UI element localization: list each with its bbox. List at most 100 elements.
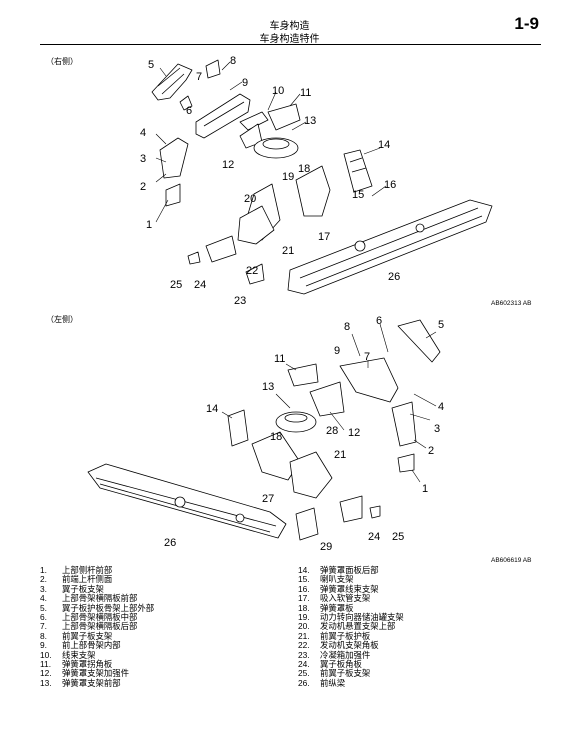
legend-item: 2.前端上杆侧面 [40, 574, 113, 585]
callout-l-28: 28 [326, 425, 338, 437]
part-spring-plate-18 [295, 165, 331, 217]
part-angle-24-l [339, 495, 363, 523]
part-bracket-29-l [295, 507, 319, 541]
callout-r-16: 16 [384, 179, 396, 191]
callout-r-10: 10 [272, 85, 284, 97]
part-outer-5-l [397, 319, 441, 363]
legend-item: 15.喇叭支架 [298, 574, 354, 585]
part-side-2-l [391, 401, 417, 447]
part-mount-1-l [397, 453, 415, 473]
left-side-exploded-diagram: 8 6 7 9 5 11 13 14 12 28 18 21 27 26 29 … [87, 315, 444, 553]
header-rule [40, 44, 541, 45]
legend-item: 3.翼子板支架 [40, 583, 104, 594]
part-bracket-25 [187, 251, 201, 265]
part-mount-1 [165, 183, 181, 207]
callout-l-11: 11 [274, 353, 285, 365]
part-inner-upper-9 [195, 93, 251, 139]
legend-item: 20.发动机悬置支架上部 [298, 621, 396, 632]
callout-r-9: 9 [242, 77, 248, 89]
right-callout-labels: 5 6 7 8 9 10 11 12 13 14 15 16 17 18 19 … [140, 55, 400, 307]
legend-column-left: 1.上部侧杆前部 2.前端上杆侧面 3.翼子板支架 4.上部骨架横隔板前部 5.… [40, 565, 155, 688]
legend-item: 8.前翼子板支架 [40, 630, 113, 641]
part-angle-24 [205, 235, 237, 263]
callout-l-21: 21 [334, 449, 346, 461]
legend-item: 5.翼子板护板骨架上部外部 [40, 602, 155, 613]
part-upper-rail-outer [151, 63, 193, 101]
legend-column-right: 14.弹簧罩面板后部 15.喇叭支架 16.弹簧罩线束支架 17.吸入软管支架 … [298, 565, 404, 688]
callout-l-1: 1 [422, 483, 428, 495]
legend-item: 18.弹簧罩板 [298, 602, 354, 613]
left-figure-id: AB606619 AB [491, 557, 532, 564]
callout-r-4: 4 [140, 127, 146, 139]
legend-item: 25.前翼子板支架 [298, 668, 371, 679]
section-subtitle: 车身构造特件 [259, 34, 320, 45]
callout-l-26: 26 [164, 537, 176, 549]
section-title: 车身构造 [269, 21, 310, 32]
callout-r-22: 22 [246, 265, 258, 277]
callout-r-12: 12 [222, 159, 234, 171]
legend-item: 14.弹簧罩面板后部 [298, 565, 379, 575]
legend-item: 4.上部骨架横隔板前部 [40, 593, 138, 604]
callout-r-1: 1 [146, 219, 152, 231]
callout-l-13: 13 [262, 381, 274, 393]
callout-r-13: 13 [304, 115, 316, 127]
part-bracket-25-l [369, 505, 381, 519]
legend-item: 6.上部骨架横隔板中部 [40, 612, 138, 623]
callout-r-23: 23 [234, 295, 246, 307]
callout-r-21: 21 [282, 245, 294, 257]
part-front-rail-26 [287, 199, 493, 295]
legend-item: 17.吸入软管支架 [298, 593, 371, 604]
part-corner-plate-11 [267, 103, 301, 131]
callout-r-3: 3 [140, 153, 146, 165]
legend-item: 24.翼子板角板 [298, 659, 362, 670]
part-harness-bracket-10 [239, 111, 269, 131]
legend-item: 21.前翼子板护板 [298, 630, 371, 641]
part-bracket-22 [245, 263, 265, 285]
right-figure-id: AB602313 AB [491, 300, 532, 307]
callout-l-14: 14 [206, 403, 218, 415]
part-crossmember-7 [205, 59, 221, 79]
part-front-rail-26-l [87, 463, 287, 539]
callout-r-6: 6 [186, 105, 192, 117]
page-number: 1-9 [514, 14, 539, 33]
callout-r-14: 14 [378, 139, 390, 151]
left-side-label: （左侧） [46, 315, 78, 324]
callout-r-25: 25 [170, 279, 182, 291]
callout-l-12: 12 [348, 427, 360, 439]
callout-l-2: 2 [428, 445, 434, 457]
part-reinforce-12-l [309, 381, 345, 417]
legend-item: 11.弹簧罩拐角板 [40, 659, 113, 670]
callout-r-2: 2 [140, 181, 146, 193]
callout-r-5: 5 [148, 59, 154, 71]
legend-item: 13.弹簧罩支架前部 [40, 677, 121, 688]
part-side-2 [159, 137, 189, 179]
part-rear-panel-14 [343, 149, 373, 193]
legend-item: 22.发动机支架角板 [298, 640, 379, 651]
legend-item: 26.前纵梁 [298, 677, 346, 688]
legend-item: 1.上部侧杆前部 [40, 565, 113, 575]
legend-item: 9.前上部骨架内部 [40, 640, 121, 651]
legend-item: 23.冷凝箱加强件 [298, 649, 371, 660]
legend-item: 16.弹簧罩线束支架 [298, 583, 379, 594]
callout-r-24: 24 [194, 279, 206, 291]
callout-r-15: 15 [352, 189, 364, 201]
callout-r-20: 20 [244, 193, 256, 205]
callout-l-5: 5 [438, 319, 444, 331]
callout-l-24: 24 [368, 531, 380, 543]
callout-r-17: 17 [318, 231, 330, 243]
callout-r-19: 19 [282, 171, 294, 183]
right-side-label: （右侧） [46, 57, 78, 66]
legend-item: 19.动力转向器储油罐支架 [298, 612, 404, 623]
part-fender-apron-21 [237, 205, 275, 245]
callout-l-6: 6 [376, 315, 382, 327]
part-rear-panel-14-l [227, 409, 249, 447]
callout-r-11: 11 [300, 87, 311, 99]
part-bracket-6 [179, 95, 193, 111]
callout-l-3: 3 [434, 423, 440, 435]
callout-l-27: 27 [262, 493, 274, 505]
callout-l-9: 9 [334, 345, 340, 357]
legend-item: 12.弹簧罩支架加强件 [40, 668, 129, 679]
callout-l-18: 18 [270, 431, 282, 443]
callout-r-8: 8 [230, 55, 236, 67]
callout-l-8: 8 [344, 321, 350, 333]
